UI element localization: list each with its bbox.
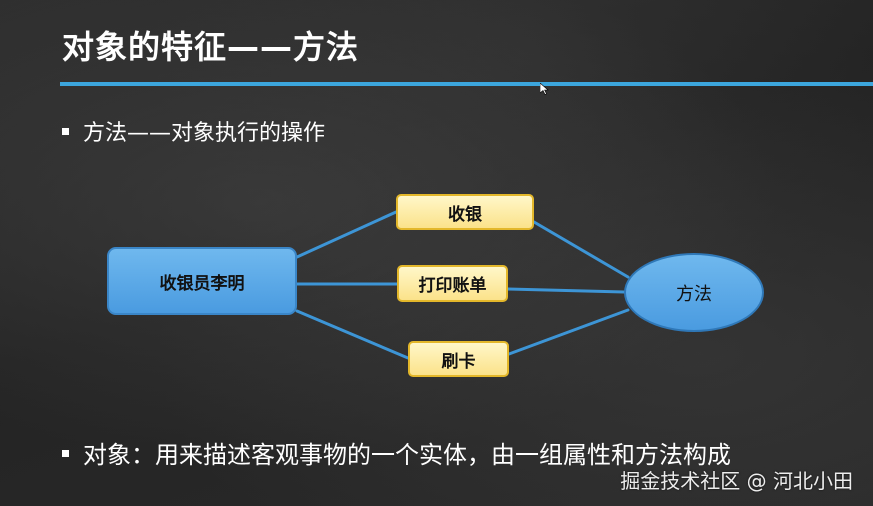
connector-person-to-shuaka — [295, 309, 410, 360]
bullet-method-definition: 方法——对象执行的操作 — [62, 115, 325, 147]
operation-box-shuaka: 刷卡 — [408, 341, 509, 377]
person-box: 收银员李明 — [107, 247, 297, 315]
watermark: 掘金技术社区 @ 河北小田 — [620, 469, 853, 493]
connector-shouyin-to-method — [532, 220, 630, 279]
mouse-pointer-icon — [540, 83, 549, 95]
slide-title: 对象的特征——方法 — [62, 28, 360, 66]
bullet-method-text: 方法——对象执行的操作 — [83, 121, 326, 146]
bullet-object-text: 对象：用来描述客观事物的一个实体，由一组属性和方法构成 — [83, 441, 731, 469]
connector-shuaka-to-method — [507, 308, 630, 356]
operation-box-shouyin: 收银 — [396, 194, 534, 230]
bullet-marker — [62, 449, 69, 457]
connector-dayin-to-method — [506, 287, 626, 294]
title-underline — [60, 82, 873, 86]
connector-person-to-shouyin — [295, 210, 398, 259]
bullet-marker — [62, 127, 69, 135]
method-ellipse: 方法 — [624, 253, 764, 332]
bullet-object-definition: 对象：用来描述客观事物的一个实体，由一组属性和方法构成 — [62, 435, 731, 470]
operation-box-dayin: 打印账单 — [397, 265, 508, 302]
